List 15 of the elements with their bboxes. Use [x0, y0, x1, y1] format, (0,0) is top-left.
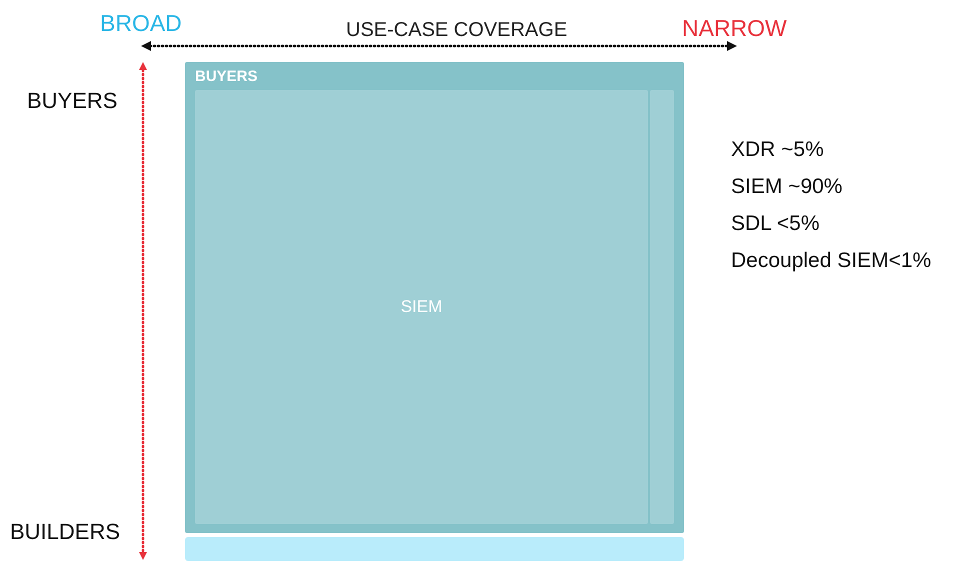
axis-label: BROAD	[100, 9, 182, 38]
stat-text: SIEM ~90%	[731, 174, 842, 200]
stat-text: Decoupled SIEM<1%	[731, 248, 932, 274]
group-panel	[185, 62, 684, 533]
axis-label: BUYERS	[27, 87, 118, 115]
stat-text: SDL <5%	[731, 211, 820, 237]
axis-title: USE-CASE COVERAGE	[346, 18, 568, 43]
segment-box	[195, 90, 648, 524]
segment-bar	[185, 537, 684, 561]
segment-box	[650, 90, 674, 524]
axis-label: BUILDERS	[10, 518, 120, 546]
stat-text: XDR ~5%	[731, 137, 824, 163]
panel-heading: BUYERS	[195, 67, 258, 87]
axis-label: NARROW	[682, 14, 787, 43]
segment-label: SIEM	[400, 296, 442, 318]
